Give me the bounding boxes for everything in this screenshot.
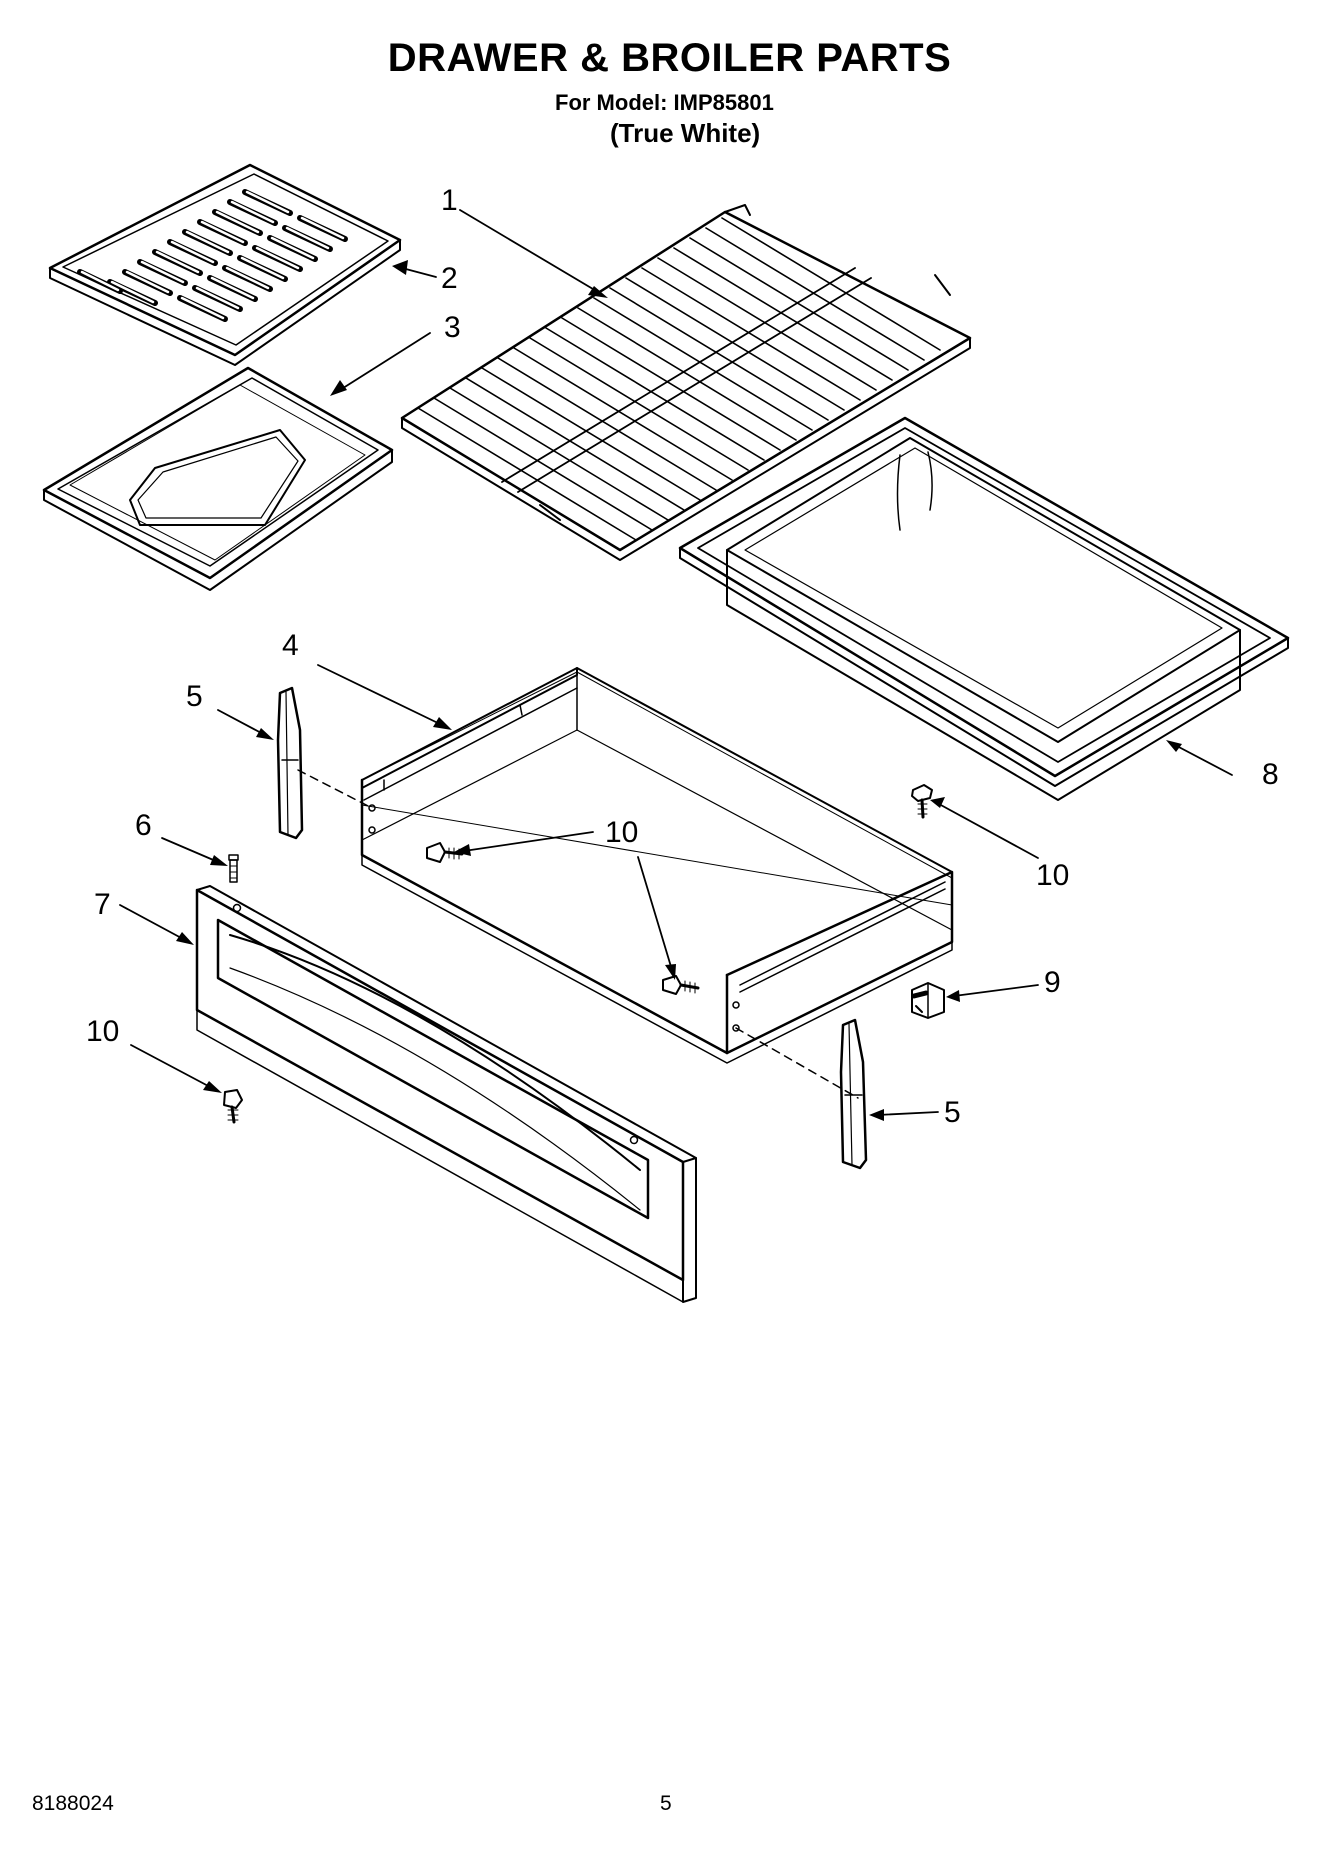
broiler-grid: [48, 163, 402, 366]
drawer-slide-left: [276, 686, 304, 840]
callout-10-left: 10: [86, 1015, 119, 1048]
drawer-front-panel: [195, 885, 697, 1303]
callout-5-left: 5: [186, 680, 203, 713]
oven-rack: [400, 204, 972, 561]
model-number: For Model: IMP85801: [555, 90, 774, 115]
callout-7: 7: [94, 888, 111, 921]
model-color: (True White): [610, 118, 761, 148]
storage-drawer-tray: [678, 416, 1290, 801]
page-number: 5: [660, 1792, 672, 1815]
callout-9: 9: [1044, 966, 1061, 999]
screw-front-panel: [223, 1089, 243, 1124]
callout-5-right: 5: [944, 1096, 961, 1129]
screw-drawer-right: [911, 784, 933, 819]
callout-labels: 1 2 3 4 5 6 7 8 9 10 10 10 5: [86, 184, 1279, 1129]
callout-10-right: 10: [1036, 859, 1069, 892]
callout-4: 4: [282, 629, 299, 662]
callout-6: 6: [135, 809, 152, 842]
callout-10-center: 10: [605, 816, 638, 849]
callout-3: 3: [444, 311, 461, 344]
screw-drawer-center: [662, 975, 700, 995]
clip: [911, 982, 945, 1019]
page-title: DRAWER & BROILER PARTS: [387, 36, 952, 80]
drawer-body: [360, 667, 954, 1064]
callout-1: 1: [441, 184, 458, 217]
alignment-lines: [297, 769, 859, 1099]
drawer-slide-right: [839, 1018, 868, 1170]
callout-8: 8: [1262, 758, 1279, 791]
leader-lines: [119, 209, 1233, 1116]
broiler-pan: [42, 366, 394, 591]
document-number: 8188024: [32, 1792, 114, 1815]
callout-2: 2: [441, 262, 458, 295]
arrowheads: [176, 260, 1182, 1121]
stud: [228, 854, 239, 883]
